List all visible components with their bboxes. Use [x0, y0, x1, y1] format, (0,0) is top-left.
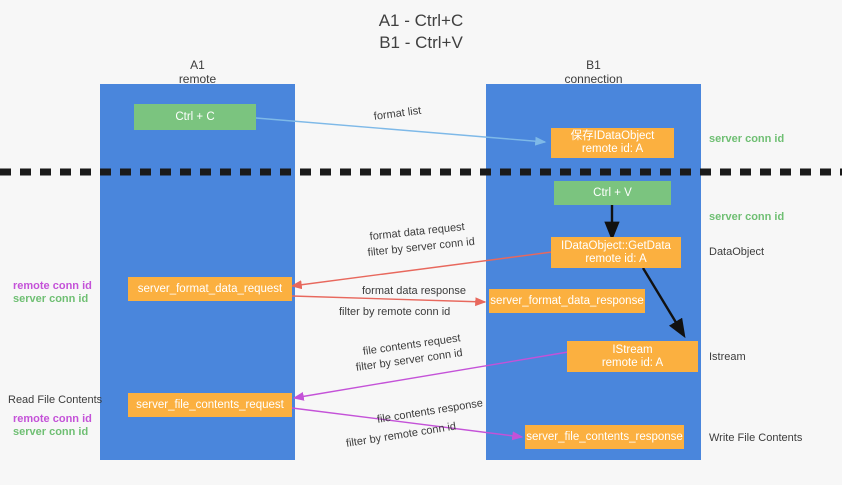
title-line-1: A1 - Ctrl+C — [378, 11, 464, 30]
lane-a1-name: A1 — [190, 58, 205, 72]
edge-label-format-data-response: format data response — [362, 285, 466, 297]
node-idataobject-getdata[interactable]: IDataObject::GetData remote id: A — [551, 237, 681, 268]
side-label-read-file-contents: Read File Contents — [8, 394, 103, 406]
node-ctrl-c-label: Ctrl + C — [175, 110, 215, 123]
side-label-dataobject: DataObject — [709, 246, 765, 258]
node-ctrl-v-label: Ctrl + V — [593, 186, 632, 199]
lane-header-b1: B1 connection — [486, 58, 701, 86]
node-save-idataobject-label: 保存IDataObject — [570, 130, 655, 142]
node-server-file-contents-response-label: server_file_contents_response — [526, 430, 683, 443]
side-label-write-file-contents: Write File Contents — [709, 432, 803, 444]
filter-key-remote-conn-id-1: remote conn id — [377, 306, 451, 318]
side-label-server-conn-id-top: server conn id — [709, 133, 785, 145]
node-ctrl-c[interactable]: Ctrl + C — [134, 104, 256, 130]
node-istream-label: IStream — [612, 343, 653, 356]
lane-header-a1: A1 remote — [100, 58, 295, 86]
side-label-server-conn-id-mid: server conn id — [709, 211, 785, 223]
node-server-file-contents-request-label: server_file_contents_request — [136, 398, 284, 411]
filter-prefix-1: filter by — [367, 242, 407, 259]
node-istream[interactable]: IStream remote id: A — [567, 341, 698, 372]
edge-label-format-list: format list — [373, 104, 422, 123]
node-save-idataobject[interactable]: 保存IDataObject remote id: A — [551, 128, 674, 158]
edge-label-format-data-response-filter: filter by remote conn id — [339, 305, 450, 319]
node-server-format-data-request-label: server_format_data_request — [137, 282, 283, 295]
filter-prefix-4: filter by — [345, 431, 386, 450]
node-save-idataobject-sub: remote id: A — [581, 143, 644, 155]
lane-b1-sub: connection — [564, 72, 623, 86]
node-server-file-contents-request[interactable]: server_file_contents_request — [128, 393, 292, 417]
side-label-server-conn-id-left-1: server conn id — [13, 293, 89, 305]
node-server-file-contents-response[interactable]: server_file_contents_response — [525, 425, 684, 449]
node-server-format-data-response-label: server_format_data_response — [490, 294, 644, 307]
lane-a1-sub: remote — [178, 72, 217, 86]
node-server-format-data-response[interactable]: server_format_data_response — [489, 289, 645, 313]
node-istream-sub: remote id: A — [601, 356, 664, 369]
lane-b1-name: B1 — [586, 58, 601, 72]
node-ctrl-v[interactable]: Ctrl + V — [554, 181, 671, 205]
side-label-server-conn-id-left-2: server conn id — [13, 426, 89, 438]
side-label-remote-conn-id-2: remote conn id — [13, 413, 92, 425]
title-line-2: B1 - Ctrl+V — [379, 33, 463, 52]
node-idataobject-getdata-sub: remote id: A — [585, 252, 647, 265]
side-label-remote-conn-id-1: remote conn id — [13, 280, 92, 292]
filter-prefix-2: filter by — [339, 306, 378, 318]
filter-prefix-3: filter by — [355, 356, 395, 374]
node-idataobject-getdata-label: IDataObject::GetData — [561, 239, 671, 252]
node-server-format-data-request[interactable]: server_format_data_request — [128, 277, 292, 301]
side-label-istream: Istream — [709, 351, 746, 363]
page-title: A1 - Ctrl+C B1 - Ctrl+V — [0, 10, 842, 54]
edge-label-file-contents-response-filter: filter by remote conn id — [345, 420, 457, 451]
edge-label-file-contents-response: file contents response — [376, 397, 484, 426]
